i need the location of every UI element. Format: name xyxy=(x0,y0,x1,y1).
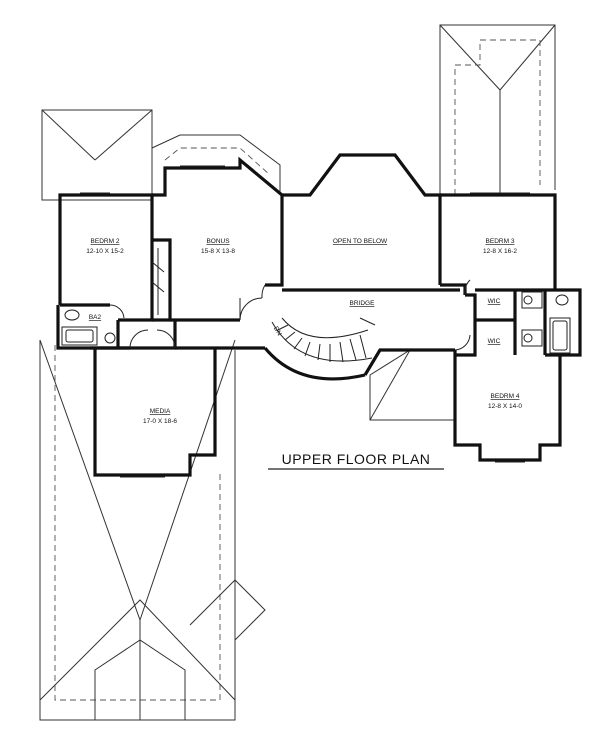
roof-outline-left-wing xyxy=(41,109,153,201)
stair-dn-label: DN xyxy=(272,325,283,337)
bedroom2-size: 12-10 X 15-2 xyxy=(86,248,124,255)
roof-outline-lower-wing xyxy=(39,339,266,721)
roof-outline-lower-right xyxy=(369,349,456,421)
bonus-name: BONUS xyxy=(206,238,230,245)
bedroom3-name: BEDRM 3 xyxy=(486,238,515,245)
media-size: 17-0 X 18-6 xyxy=(143,418,177,425)
bath-fixtures xyxy=(61,291,571,354)
wic2-label: WIC xyxy=(488,338,501,345)
bedroom3-size: 12-8 X 16-2 xyxy=(483,248,517,255)
roof-outline-bonus xyxy=(151,134,281,195)
plan-title: UPPER FLOOR PLAN xyxy=(282,451,431,467)
curved-staircase xyxy=(271,317,376,363)
bedroom4-size: 12-8 X 14-0 xyxy=(488,403,522,410)
media-name: MEDIA xyxy=(150,408,171,415)
bedroom2-name: BEDRM 2 xyxy=(91,238,120,245)
bridge-label: BRIDGE xyxy=(350,300,376,307)
doors xyxy=(109,261,471,351)
bedroom4-name: BEDRM 4 xyxy=(491,393,520,400)
wic1-label: WIC xyxy=(488,298,501,305)
windows xyxy=(80,165,530,478)
bonus-size: 15-8 X 13-8 xyxy=(201,248,235,255)
open-to-below-label: OPEN TO BELOW xyxy=(333,238,388,245)
bath2-label: BA2 xyxy=(89,314,102,321)
room-labels: BEDRM 2 12-10 X 15-2 BONUS 15-8 X 13-8 O… xyxy=(86,238,522,470)
roof-outline-right-tower xyxy=(439,24,556,195)
walls xyxy=(56,153,582,477)
